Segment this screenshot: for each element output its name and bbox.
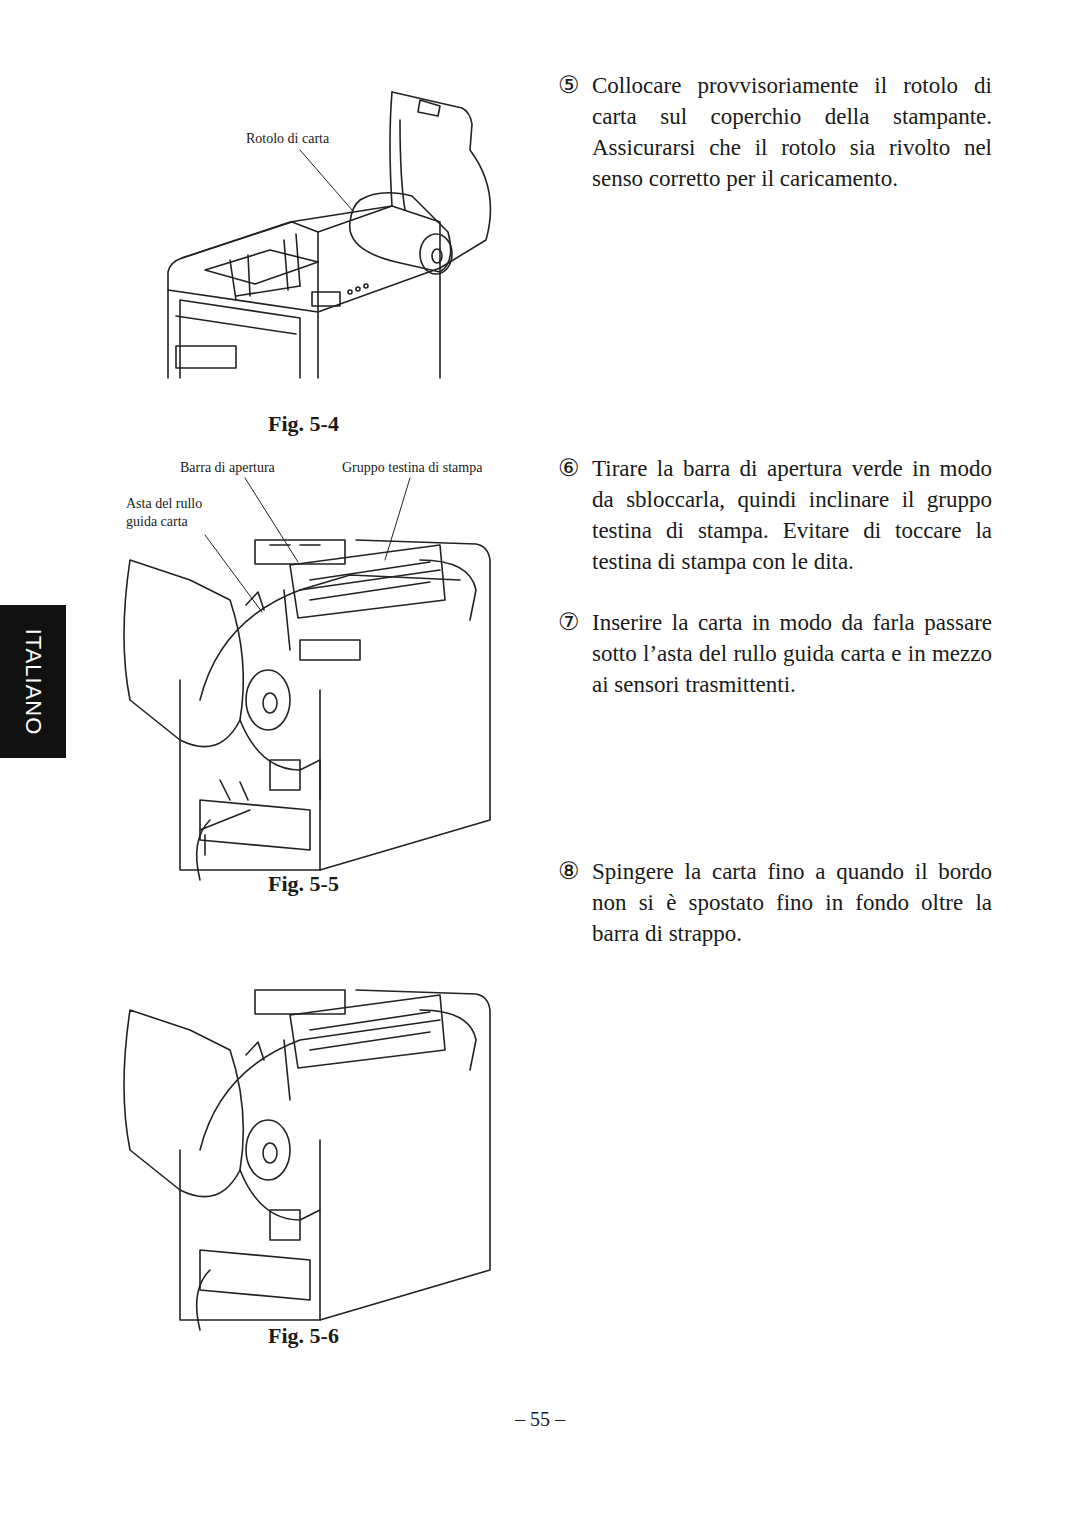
figure-5-4 <box>168 92 490 378</box>
language-tab: ITALIANO <box>0 605 66 758</box>
part-label: Rotolo di carta <box>246 130 376 148</box>
part-label: Asta del rullo guida carta <box>126 495 231 531</box>
part-label: Barra di apertura <box>180 459 310 477</box>
step-text: Tirare la barra di apertura verde in mod… <box>592 453 992 577</box>
step-number: ⑤ <box>558 70 590 101</box>
part-label: Gruppo testina di stampa <box>342 459 532 477</box>
page-number: – 55 – <box>490 1406 590 1432</box>
figure-caption: Fig. 5-6 <box>268 1322 368 1351</box>
step-number: ⑥ <box>558 453 590 484</box>
figure-caption: Fig. 5-5 <box>268 870 368 899</box>
figure-caption: Fig. 5-4 <box>268 410 368 439</box>
figure-5-6 <box>124 990 490 1330</box>
step-text: Collocare provvisoriamente il rotolo di … <box>592 70 992 194</box>
figure-5-5 <box>124 478 490 880</box>
step-text: Spingere la carta fino a quando il bordo… <box>592 856 992 949</box>
step-text: Inserire la carta in modo da farla passa… <box>592 607 992 700</box>
tab-label: ITALIANO <box>20 628 46 735</box>
step-number: ⑦ <box>558 607 590 638</box>
step-number: ⑧ <box>558 856 590 887</box>
